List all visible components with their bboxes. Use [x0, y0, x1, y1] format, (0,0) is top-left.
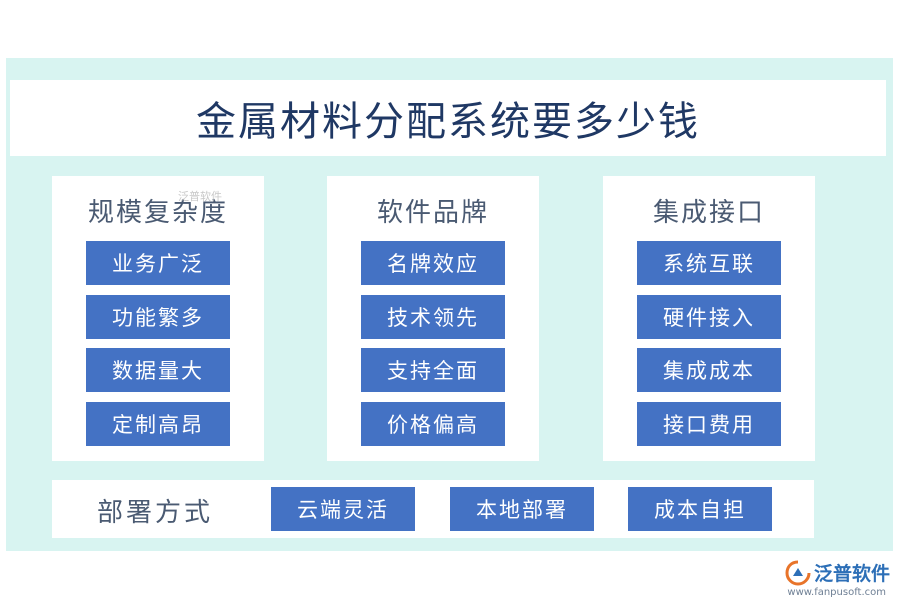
- factor-chip: 价格偏高: [361, 402, 505, 446]
- factor-chip: 功能繁多: [86, 295, 230, 339]
- factor-chip: 技术领先: [361, 295, 505, 339]
- brand-logo: 泛普软件: [785, 559, 890, 586]
- card-software-brand: 软件品牌 名牌效应 技术领先 支持全面 价格偏高: [327, 176, 539, 461]
- deployment-chip: 本地部署: [450, 487, 594, 531]
- watermark: 泛普软件: [178, 190, 222, 203]
- factor-chip: 集成成本: [637, 348, 781, 392]
- card-heading: 规模复杂度: [87, 198, 228, 228]
- page-title: 金属材料分配系统要多少钱: [196, 99, 700, 145]
- deployment-label: 部署方式: [97, 498, 214, 528]
- factor-chip: 数据量大: [86, 348, 230, 392]
- factor-chip: 系统互联: [637, 241, 781, 285]
- card-heading: 软件品牌: [376, 198, 489, 228]
- logo-url: www.fanpusoft.com: [787, 587, 886, 598]
- card-integration-interface: 集成接口 系统互联 硬件接入 集成成本 接口费用: [603, 176, 815, 461]
- card-scale-complexity: 规模复杂度 业务广泛 功能繁多 数据量大 定制高昂: [52, 176, 264, 461]
- factor-chip: 硬件接入: [637, 295, 781, 339]
- factor-chip: 定制高昂: [86, 402, 230, 446]
- logo-name: 泛普软件: [813, 563, 890, 585]
- deployment-chip: 成本自担: [628, 487, 772, 531]
- factor-chip: 支持全面: [361, 348, 505, 392]
- deployment-row: 部署方式 云端灵活 本地部署 成本自担: [52, 480, 814, 538]
- factor-chip: 名牌效应: [361, 241, 505, 285]
- card-heading: 集成接口: [652, 198, 765, 228]
- title-banner: 金属材料分配系统要多少钱: [10, 80, 886, 156]
- factor-chip: 接口费用: [637, 402, 781, 446]
- factor-chip: 业务广泛: [86, 241, 230, 285]
- deployment-chip: 云端灵活: [271, 487, 415, 531]
- fanpu-logo-icon: [785, 560, 811, 586]
